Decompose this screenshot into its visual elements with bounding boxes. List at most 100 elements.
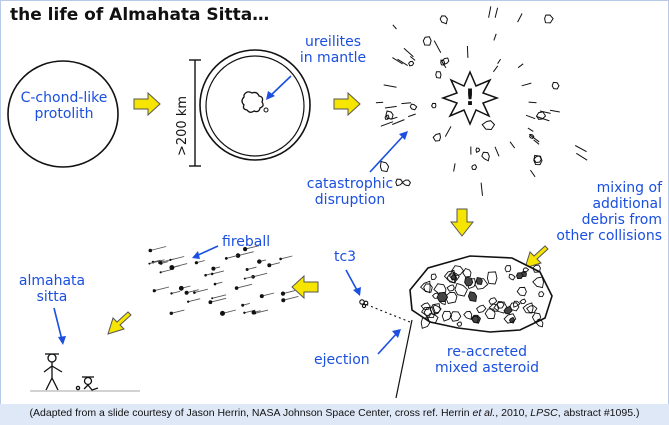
asteroid-pebble: [532, 276, 544, 289]
fireball-streak: [251, 272, 268, 279]
asteroid-outline: [409, 255, 553, 333]
fireball-streak: [280, 290, 296, 296]
scale-bar: [189, 59, 201, 167]
debris-ray: [466, 45, 469, 58]
fireball-pointer: [192, 245, 219, 259]
asteroid-pebble: [493, 301, 508, 314]
debris-fragment: [475, 147, 481, 153]
ureilites-pointer: [266, 75, 292, 100]
fireball-streak: [245, 266, 257, 271]
asteroid-pebble: [454, 282, 468, 297]
parent-body-outer: [199, 49, 311, 161]
fireball-streak: [241, 302, 250, 307]
debris-ray: [403, 47, 414, 58]
asteroid-pebble: [488, 303, 500, 312]
disruption-pointer: [369, 131, 408, 173]
debris-ray: [480, 182, 483, 196]
asteroid-pebble: [443, 269, 456, 284]
debris-fragment: [440, 59, 446, 66]
fireball-streak: [234, 283, 253, 290]
debris-fragment: [384, 114, 390, 120]
tc3-pointer: [345, 269, 361, 296]
asteroid-pebble: [462, 267, 472, 278]
debris-fragment: [422, 36, 432, 46]
debris-ray: [392, 57, 403, 65]
debris-ray: [375, 101, 384, 104]
debris-fragment: [435, 71, 442, 79]
fireball-streak: [169, 256, 185, 261]
diagram-artwork: !: [7, 6, 588, 399]
fireball-streak: [243, 245, 260, 252]
debris-fragment: [551, 81, 560, 90]
label-tc3: tc3: [334, 249, 357, 265]
fireball-streak: [204, 273, 212, 277]
debris-ray: [409, 56, 416, 61]
debris-ray: [401, 102, 412, 105]
fireball-streak: [267, 262, 280, 268]
fireball-streak: [208, 297, 227, 305]
debris-ray: [494, 7, 499, 18]
label-ejection: ejection: [314, 352, 370, 368]
debris-ray: [527, 127, 534, 132]
debris-fragment: [529, 133, 535, 139]
tc3-object: [359, 299, 369, 309]
debris-fragment: [408, 60, 415, 67]
asteroid-pebble: [474, 278, 489, 290]
debris-fragment: [481, 120, 496, 131]
asteroid-pebble: [420, 317, 431, 329]
debris-ray: [392, 24, 397, 30]
protolith-circle: [7, 60, 119, 168]
debris-ray: [525, 114, 536, 120]
asteroid-pebble: [471, 315, 479, 323]
fireball-streak: [279, 255, 293, 261]
parent-body-inner: [205, 55, 305, 157]
explosion-mark: !: [465, 86, 475, 111]
fireball-streak: [220, 309, 237, 316]
debris-fragment: [431, 102, 437, 109]
ureilite-core: [241, 91, 264, 113]
fireball-streaks: [148, 245, 299, 316]
debris-ray: [528, 101, 537, 104]
asteroid-pebble: [449, 311, 462, 322]
debris-ray: [528, 133, 540, 143]
diagram-frame: [0, 0, 669, 405]
debris-ray: [493, 33, 497, 41]
asteroid-pebble: [488, 297, 498, 305]
asteroid-pebble: [449, 270, 460, 281]
arrow-2: [333, 91, 361, 117]
asteroid-pebble: [429, 303, 441, 316]
ejection-pointer: [377, 329, 401, 355]
debris-fragment: [439, 15, 448, 25]
asteroid-pebbles: [419, 264, 545, 329]
fireball-streak: [281, 295, 299, 303]
fireball-streak: [251, 310, 261, 315]
fireball-streak: [178, 285, 191, 291]
asteroid-pebble: [516, 272, 524, 280]
label-fireball: fireball: [222, 234, 271, 250]
asteroid-pebble: [513, 300, 521, 308]
asteroid-pebble: [419, 280, 431, 294]
label-scale: >200 km: [174, 95, 190, 157]
fireball-streak: [148, 246, 167, 253]
fireball-streak: [224, 255, 238, 260]
debris-fragment: [544, 14, 554, 24]
fireball-streak: [187, 298, 201, 303]
explosion-starburst: [440, 70, 500, 126]
stick-figure-crouching: [75, 376, 99, 391]
debris-ray: [574, 145, 587, 153]
arrow-1: [133, 91, 161, 117]
debris-ray: [392, 119, 405, 125]
explosion-debris: [375, 6, 588, 196]
debris-ray: [576, 152, 588, 161]
fireball-streak: [257, 259, 267, 264]
asteroid-pebble: [508, 273, 516, 281]
debris-fragment: [395, 178, 404, 187]
debris-fragment: [385, 110, 394, 120]
debris-ray: [529, 169, 536, 178]
fireball-streak: [184, 289, 199, 295]
debris-ray: [397, 58, 408, 67]
